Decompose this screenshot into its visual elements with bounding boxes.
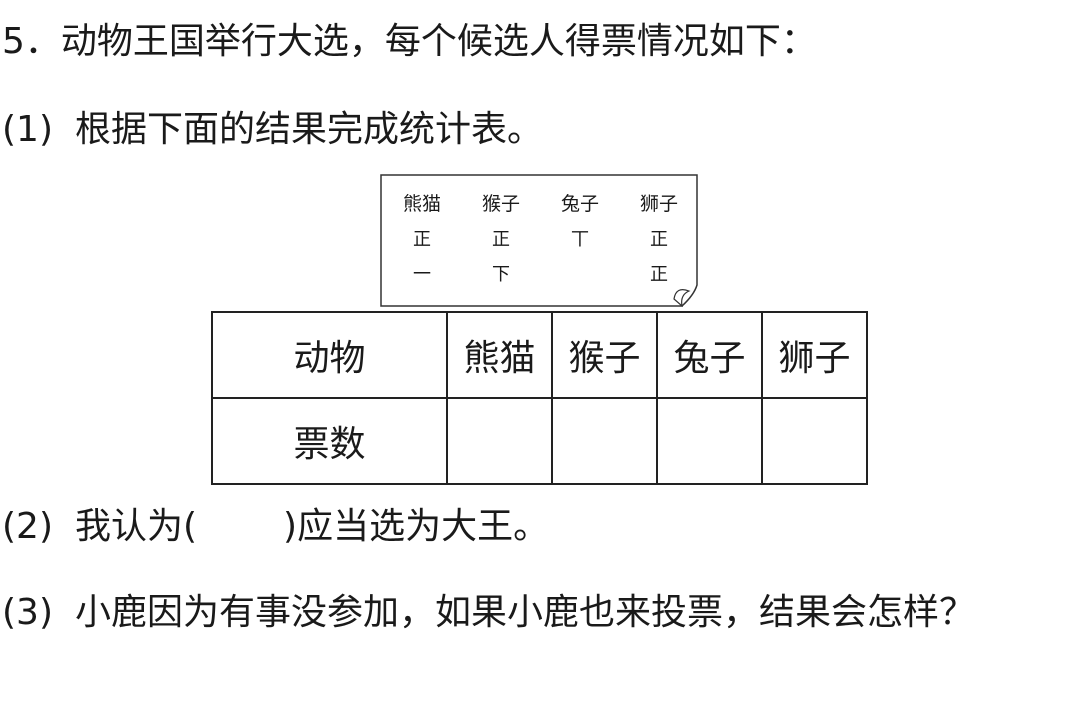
question-title: 5．动物王国举行大选，每个候选人得票情况如下： [2,20,817,64]
part-1: (1) 根据下面的结果完成统计表。 [2,108,543,152]
tally-mark [548,259,612,294]
note-card-outline [380,174,698,307]
vote-cell-monkey[interactable] [551,397,658,485]
part-3-number: (3) [2,592,53,633]
note-name: 兔子 [560,193,599,215]
tally-mark: 正 [492,229,510,250]
part-1-text: 根据下面的结果完成统计表。 [75,109,544,150]
part-3-text: 小鹿因为有事没参加，如果小鹿也来投票，结果会怎样？ [75,592,976,633]
tally-mark: 丅 [571,229,589,250]
column-header-panda: 熊猫 [446,311,553,399]
part-1-number: (1) [2,109,53,150]
tally-mark: 正 [650,229,668,250]
question-text: 动物王国举行大选，每个候选人得票情况如下： [60,21,817,62]
note-name: 狮子 [639,193,678,215]
table-row-votes: 票数 [211,397,868,485]
tally-mark: 一 [413,264,431,285]
statistics-table: 动物 熊猫 猴子 兔子 狮子 票数 [211,311,868,485]
table-row-animals: 动物 熊猫 猴子 兔子 狮子 [211,311,868,399]
note-name: 猴子 [481,193,520,215]
part-2: (2) 我认为( )应当选为大王。 [2,505,549,549]
vote-cell-panda[interactable] [446,397,553,485]
vote-cell-rabbit[interactable] [656,397,763,485]
part-2-text-before: 我认为( [75,506,198,547]
part-2-text-after: )应当选为大王。 [283,506,550,547]
question-number: 5． [2,21,61,62]
vote-cell-lion[interactable] [761,397,868,485]
tally-note: 熊猫 正 一 猴子 正 下 兔子 丅 狮子 正 正 [380,174,698,307]
tally-mark: 下 [492,264,510,285]
column-header-lion: 狮子 [761,311,868,399]
note-column-lion: 狮子 正 正 [627,190,691,294]
note-column-monkey: 猴子 正 下 [469,190,533,294]
note-name: 熊猫 [402,193,441,215]
row-header-votes: 票数 [211,397,448,485]
tally-mark: 正 [413,229,431,250]
part-2-number: (2) [2,506,53,547]
tally-mark: 正 [650,264,668,285]
note-column-rabbit: 兔子 丅 [548,190,612,294]
part-3: (3) 小鹿因为有事没参加，如果小鹿也来投票，结果会怎样？ [2,591,975,635]
column-header-monkey: 猴子 [551,311,658,399]
row-header-animal: 动物 [211,311,448,399]
note-column-panda: 熊猫 正 一 [390,190,454,294]
column-header-rabbit: 兔子 [656,311,763,399]
